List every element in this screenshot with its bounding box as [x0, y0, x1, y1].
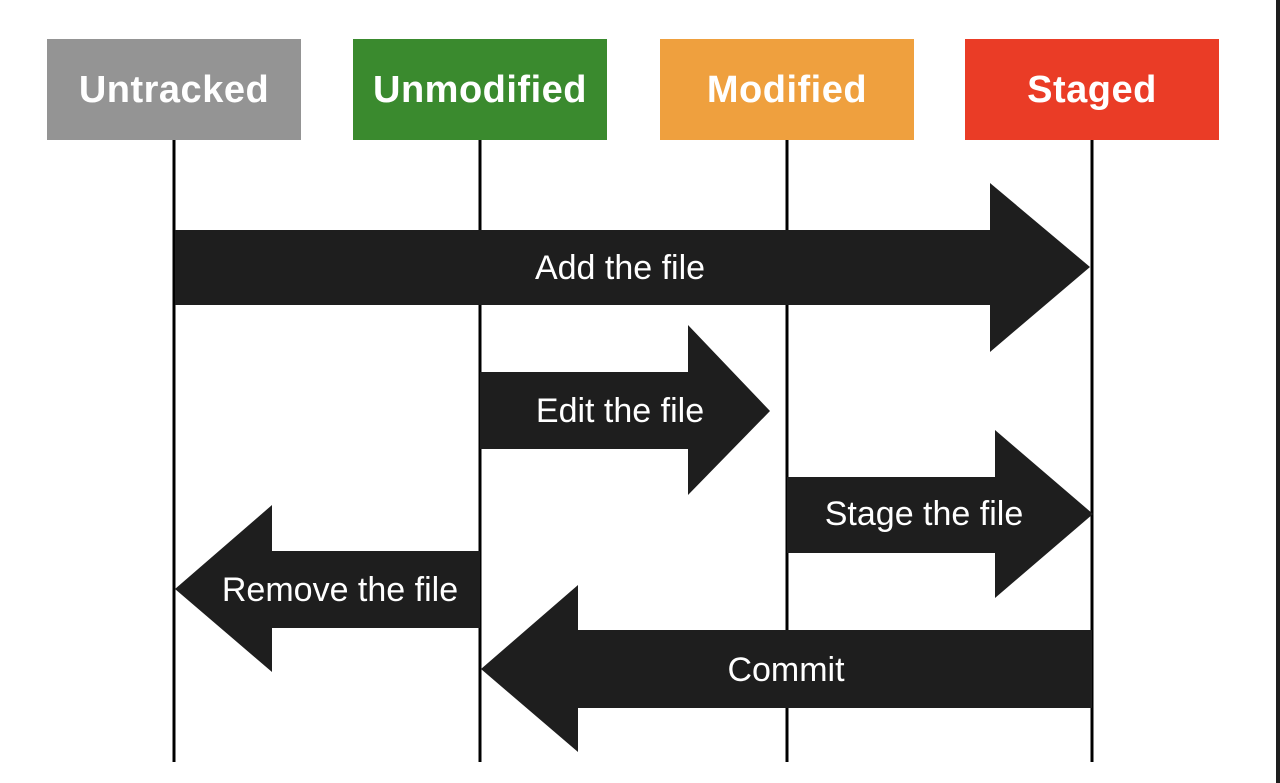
state-label-untracked: Untracked: [78, 68, 270, 111]
arrow-add-the-file: [175, 183, 1090, 352]
arrow-stage-the-file: [787, 430, 1093, 598]
state-box-modified[interactable]: Modified: [660, 39, 914, 140]
state-box-untracked[interactable]: Untracked: [47, 39, 301, 140]
state-box-unmodified[interactable]: Unmodified: [353, 39, 607, 140]
state-label-staged: Staged: [1027, 68, 1157, 111]
state-label-unmodified: Unmodified: [373, 68, 587, 111]
arrow-remove-the-file: [175, 505, 480, 672]
state-label-modified: Modified: [706, 68, 868, 111]
arrow-commit: [481, 585, 1092, 752]
state-box-staged[interactable]: Staged: [965, 39, 1219, 140]
arrow-edit-the-file: [480, 325, 770, 495]
